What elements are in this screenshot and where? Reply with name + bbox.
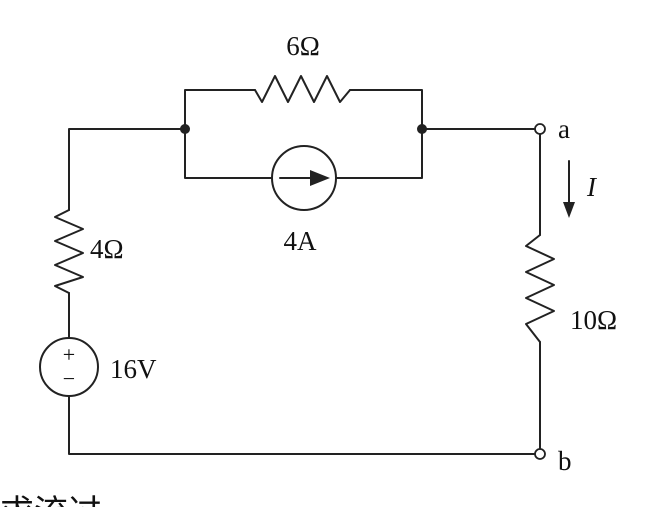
- voltage-source-circle: [39, 337, 99, 397]
- label-node-b: b: [558, 446, 572, 476]
- label-current-i: I: [586, 172, 598, 202]
- node-dot-right: [417, 124, 427, 134]
- wire-bottom: [68, 396, 536, 455]
- resistor-6-ohm: [254, 75, 351, 103]
- current-direction-arrow: [563, 160, 575, 218]
- resistor-10-ohm: [525, 234, 555, 343]
- label-4-ohm: 4Ω: [90, 234, 124, 264]
- node-dot-left: [180, 124, 190, 134]
- voltage-source-plus: +: [63, 342, 75, 367]
- wire-right-node-lower: [335, 128, 423, 179]
- current-arrow-head: [563, 202, 575, 218]
- terminal-a: [534, 123, 546, 135]
- wire-left-top: [68, 128, 186, 211]
- wire-left-node-lower: [184, 128, 273, 179]
- label-4a: 4A: [284, 226, 318, 256]
- current-source-circle: [271, 145, 337, 211]
- wire-left-node-upper: [184, 89, 256, 130]
- resistor-4-ohm: [54, 209, 84, 294]
- current-source-arrow-head: [310, 170, 330, 186]
- label-6-ohm: 6Ω: [286, 31, 320, 61]
- label-10-ohm: 10Ω: [570, 305, 617, 335]
- bottom-question-text: 求流过…: [0, 494, 136, 507]
- current-source-4a: [271, 145, 337, 211]
- voltage-source-minus: −: [63, 366, 75, 391]
- wires: [68, 89, 541, 455]
- label-16v: 16V: [110, 354, 157, 384]
- label-node-a: a: [558, 114, 570, 144]
- voltage-source-16v: + −: [39, 337, 99, 397]
- terminal-b: [534, 448, 546, 460]
- wire-right-node-upper: [349, 89, 423, 130]
